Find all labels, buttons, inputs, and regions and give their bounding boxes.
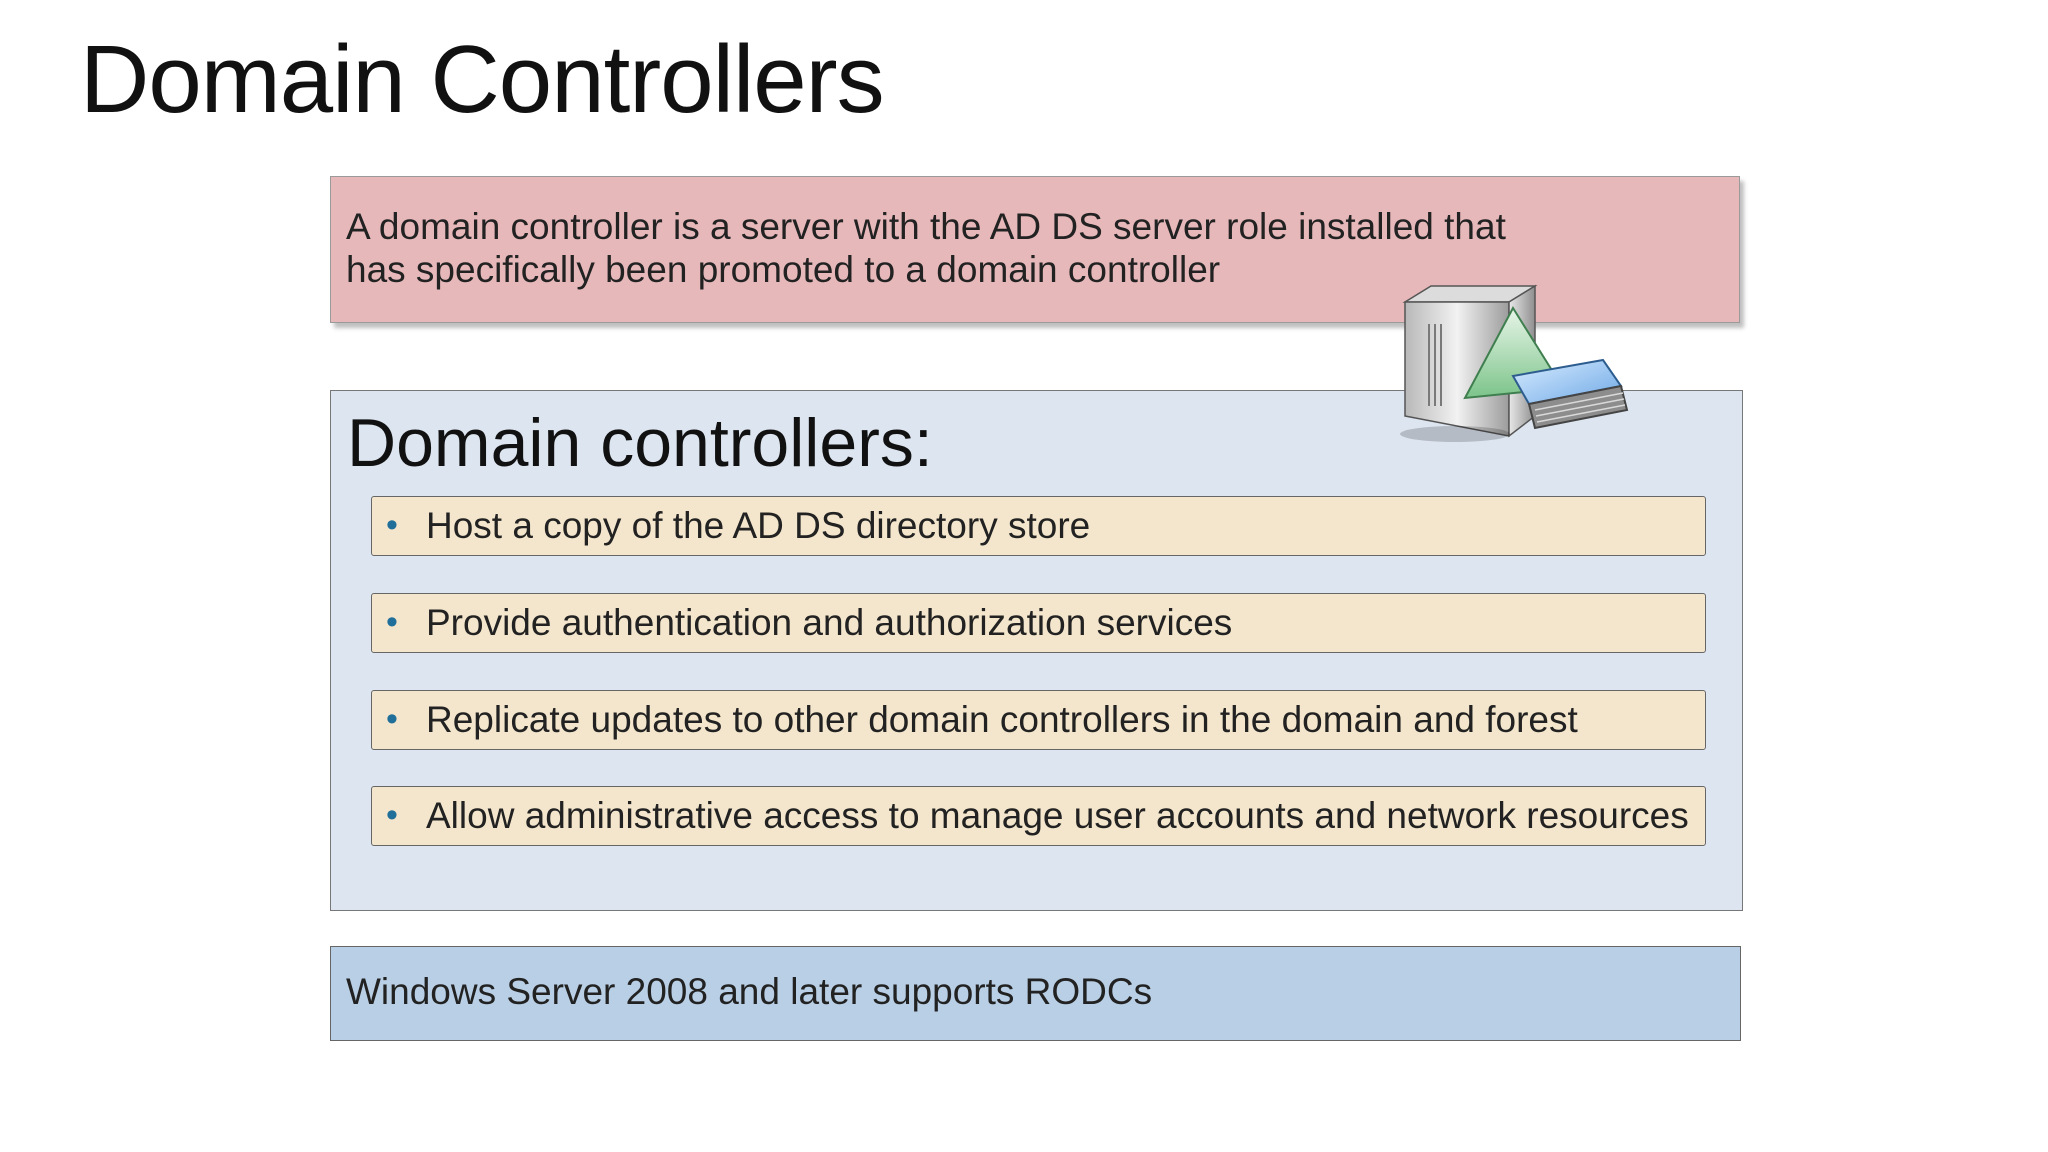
bullet-marker: • (386, 506, 398, 544)
bullet-item-host-copy: • Host a copy of the AD DS directory sto… (371, 496, 1706, 556)
bullet-text: Provide authentication and authorization… (426, 602, 1233, 643)
rodc-note-box: Windows Server 2008 and later supports R… (330, 946, 1741, 1041)
bullet-marker: • (386, 796, 398, 834)
bullet-marker: • (386, 700, 398, 738)
panel-heading: Domain controllers: (347, 405, 933, 481)
definition-box: A domain controller is a server with the… (330, 176, 1740, 323)
bullet-text: Replicate updates to other domain contro… (426, 699, 1578, 740)
definition-text: A domain controller is a server with the… (346, 206, 1506, 290)
rodc-note-text: Windows Server 2008 and later supports R… (346, 971, 1153, 1012)
domain-controller-server-icon (1400, 284, 1629, 442)
slide-title: Domain Controllers (80, 26, 885, 133)
bullet-marker: • (386, 603, 398, 641)
bullet-item-admin-access: • Allow administrative access to manage … (371, 786, 1706, 846)
domain-controllers-panel: Domain controllers: • Host a copy of the… (330, 390, 1743, 911)
bullet-item-authentication: • Provide authentication and authorizati… (371, 593, 1706, 653)
bullet-text: Allow administrative access to manage us… (426, 795, 1689, 836)
bullet-item-replicate: • Replicate updates to other domain cont… (371, 690, 1706, 750)
bullet-text: Host a copy of the AD DS directory store (426, 505, 1091, 546)
